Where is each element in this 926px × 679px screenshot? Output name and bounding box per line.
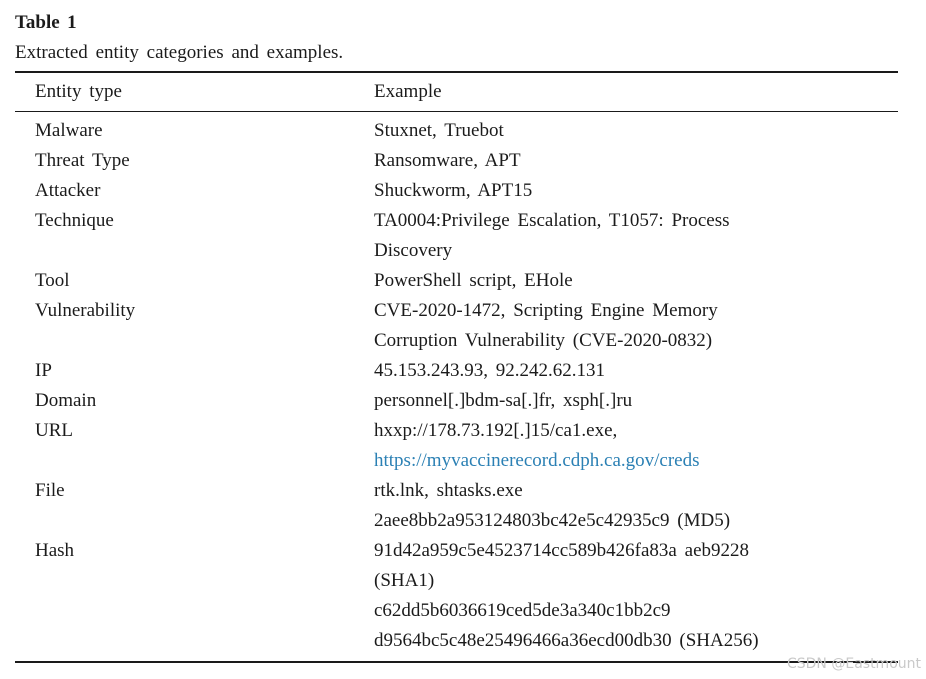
example-line: rtk.lnk, shtasks.exe — [374, 480, 523, 501]
table-header-row: Entity type Example — [15, 73, 898, 112]
entity-type-cell: Domain — [35, 390, 97, 411]
example-line: TA0004:Privilege Escalation, T1057: Proc… — [374, 210, 730, 231]
entity-type-cell: Technique — [35, 210, 114, 231]
entity-type-cell: Attacker — [35, 180, 101, 201]
example-cell: rtk.lnk, shtasks.exe 2aee8bb2a953124803bc… — [374, 476, 898, 536]
example-link[interactable]: https://myvaccinerecord.cdph.ca.gov/cred… — [374, 450, 700, 471]
table-figure: Table 1 Extracted entity categories and … — [15, 8, 898, 663]
example-cell: TA0004:Privilege Escalation, T1057: Proc… — [374, 206, 898, 266]
example-line: (SHA1) — [374, 570, 435, 591]
table-row: IP 45.153.243.93, 92.242.62.131 — [35, 356, 898, 386]
example-cell: PowerShell script, EHole — [374, 266, 898, 296]
table-row: File rtk.lnk, shtasks.exe 2aee8bb2a9531248… — [35, 476, 898, 536]
example-line: 91d42a959c5e4523714cc589b426fa83a aeb922… — [374, 540, 750, 561]
table-row: Domain personnel[.]bdm-sa[.]fr, xsph[.]ru — [35, 386, 898, 416]
example-line: Stuxnet, Truebot — [374, 120, 504, 141]
example-line: Ransomware, APT — [374, 150, 521, 171]
example-line: personnel[.]bdm-sa[.]fr, xsph[.]ru — [374, 390, 633, 411]
entity-type-cell: Tool — [35, 270, 70, 291]
example-cell: hxxp://178.73.192[.]15/ca1.exe, https://m… — [374, 416, 898, 476]
entity-type-cell: IP — [35, 360, 52, 381]
example-cell: personnel[.]bdm-sa[.]fr, xsph[.]ru — [374, 386, 898, 416]
table-row: Hash 91d42a959c5e4523714cc589b426fa83a ae… — [35, 536, 898, 656]
example-cell: Ransomware, APT — [374, 146, 898, 176]
example-line: CVE-2020-1472, Scripting Engine Memory — [374, 300, 718, 321]
entity-table: Entity type Example Malware Stuxnet, True… — [15, 71, 898, 663]
example-line: 2aee8bb2a953124803bc42e5c42935c9 (MD5) — [374, 510, 731, 531]
header-example: Example — [374, 81, 442, 102]
table-row: Tool PowerShell script, EHole — [35, 266, 898, 296]
example-line: d9564bc5c48e25496466a36ecd00db30 (SHA256… — [374, 630, 759, 651]
example-line: hxxp://178.73.192[.]15/ca1.exe, — [374, 420, 618, 441]
entity-type-cell: Vulnerability — [35, 300, 136, 321]
example-line: PowerShell script, EHole — [374, 270, 573, 291]
example-line: Shuckworm, APT15 — [374, 180, 533, 201]
example-cell: Shuckworm, APT15 — [374, 176, 898, 206]
table-row: URL hxxp://178.73.192[.]15/ca1.exe, https:… — [35, 416, 898, 476]
table-row: Malware Stuxnet, Truebot — [35, 116, 898, 146]
table-row: Technique TA0004:Privilege Escalation, T1… — [35, 206, 898, 266]
entity-type-cell: Malware — [35, 120, 103, 141]
table-caption: Extracted entity categories and examples… — [15, 42, 344, 63]
table-row: Threat Type Ransomware, APT — [35, 146, 898, 176]
entity-type-cell: Hash — [35, 540, 75, 561]
entity-type-cell: Threat Type — [35, 150, 130, 171]
example-line: Corruption Vulnerability (CVE-2020-0832) — [374, 330, 713, 351]
csdn-watermark: CSDN @Eastmount — [786, 656, 921, 672]
table-number-title: Table 1 — [15, 12, 77, 33]
example-cell: 91d42a959c5e4523714cc589b426fa83a aeb922… — [374, 536, 898, 656]
example-cell: 45.153.243.93, 92.242.62.131 — [374, 356, 898, 386]
table-row: Vulnerability CVE-2020-1472, Scripting En… — [35, 296, 898, 356]
example-line: 45.153.243.93, 92.242.62.131 — [374, 360, 606, 381]
example-cell: Stuxnet, Truebot — [374, 116, 898, 146]
entity-type-cell: URL — [35, 420, 73, 441]
example-line: c62dd5b6036619ced5de3a340c1bb2c9 — [374, 600, 671, 621]
header-entity-type: Entity type — [35, 81, 122, 102]
example-line: Discovery — [374, 240, 453, 261]
entity-type-cell: File — [35, 480, 65, 501]
table-row: Attacker Shuckworm, APT15 — [35, 176, 898, 206]
